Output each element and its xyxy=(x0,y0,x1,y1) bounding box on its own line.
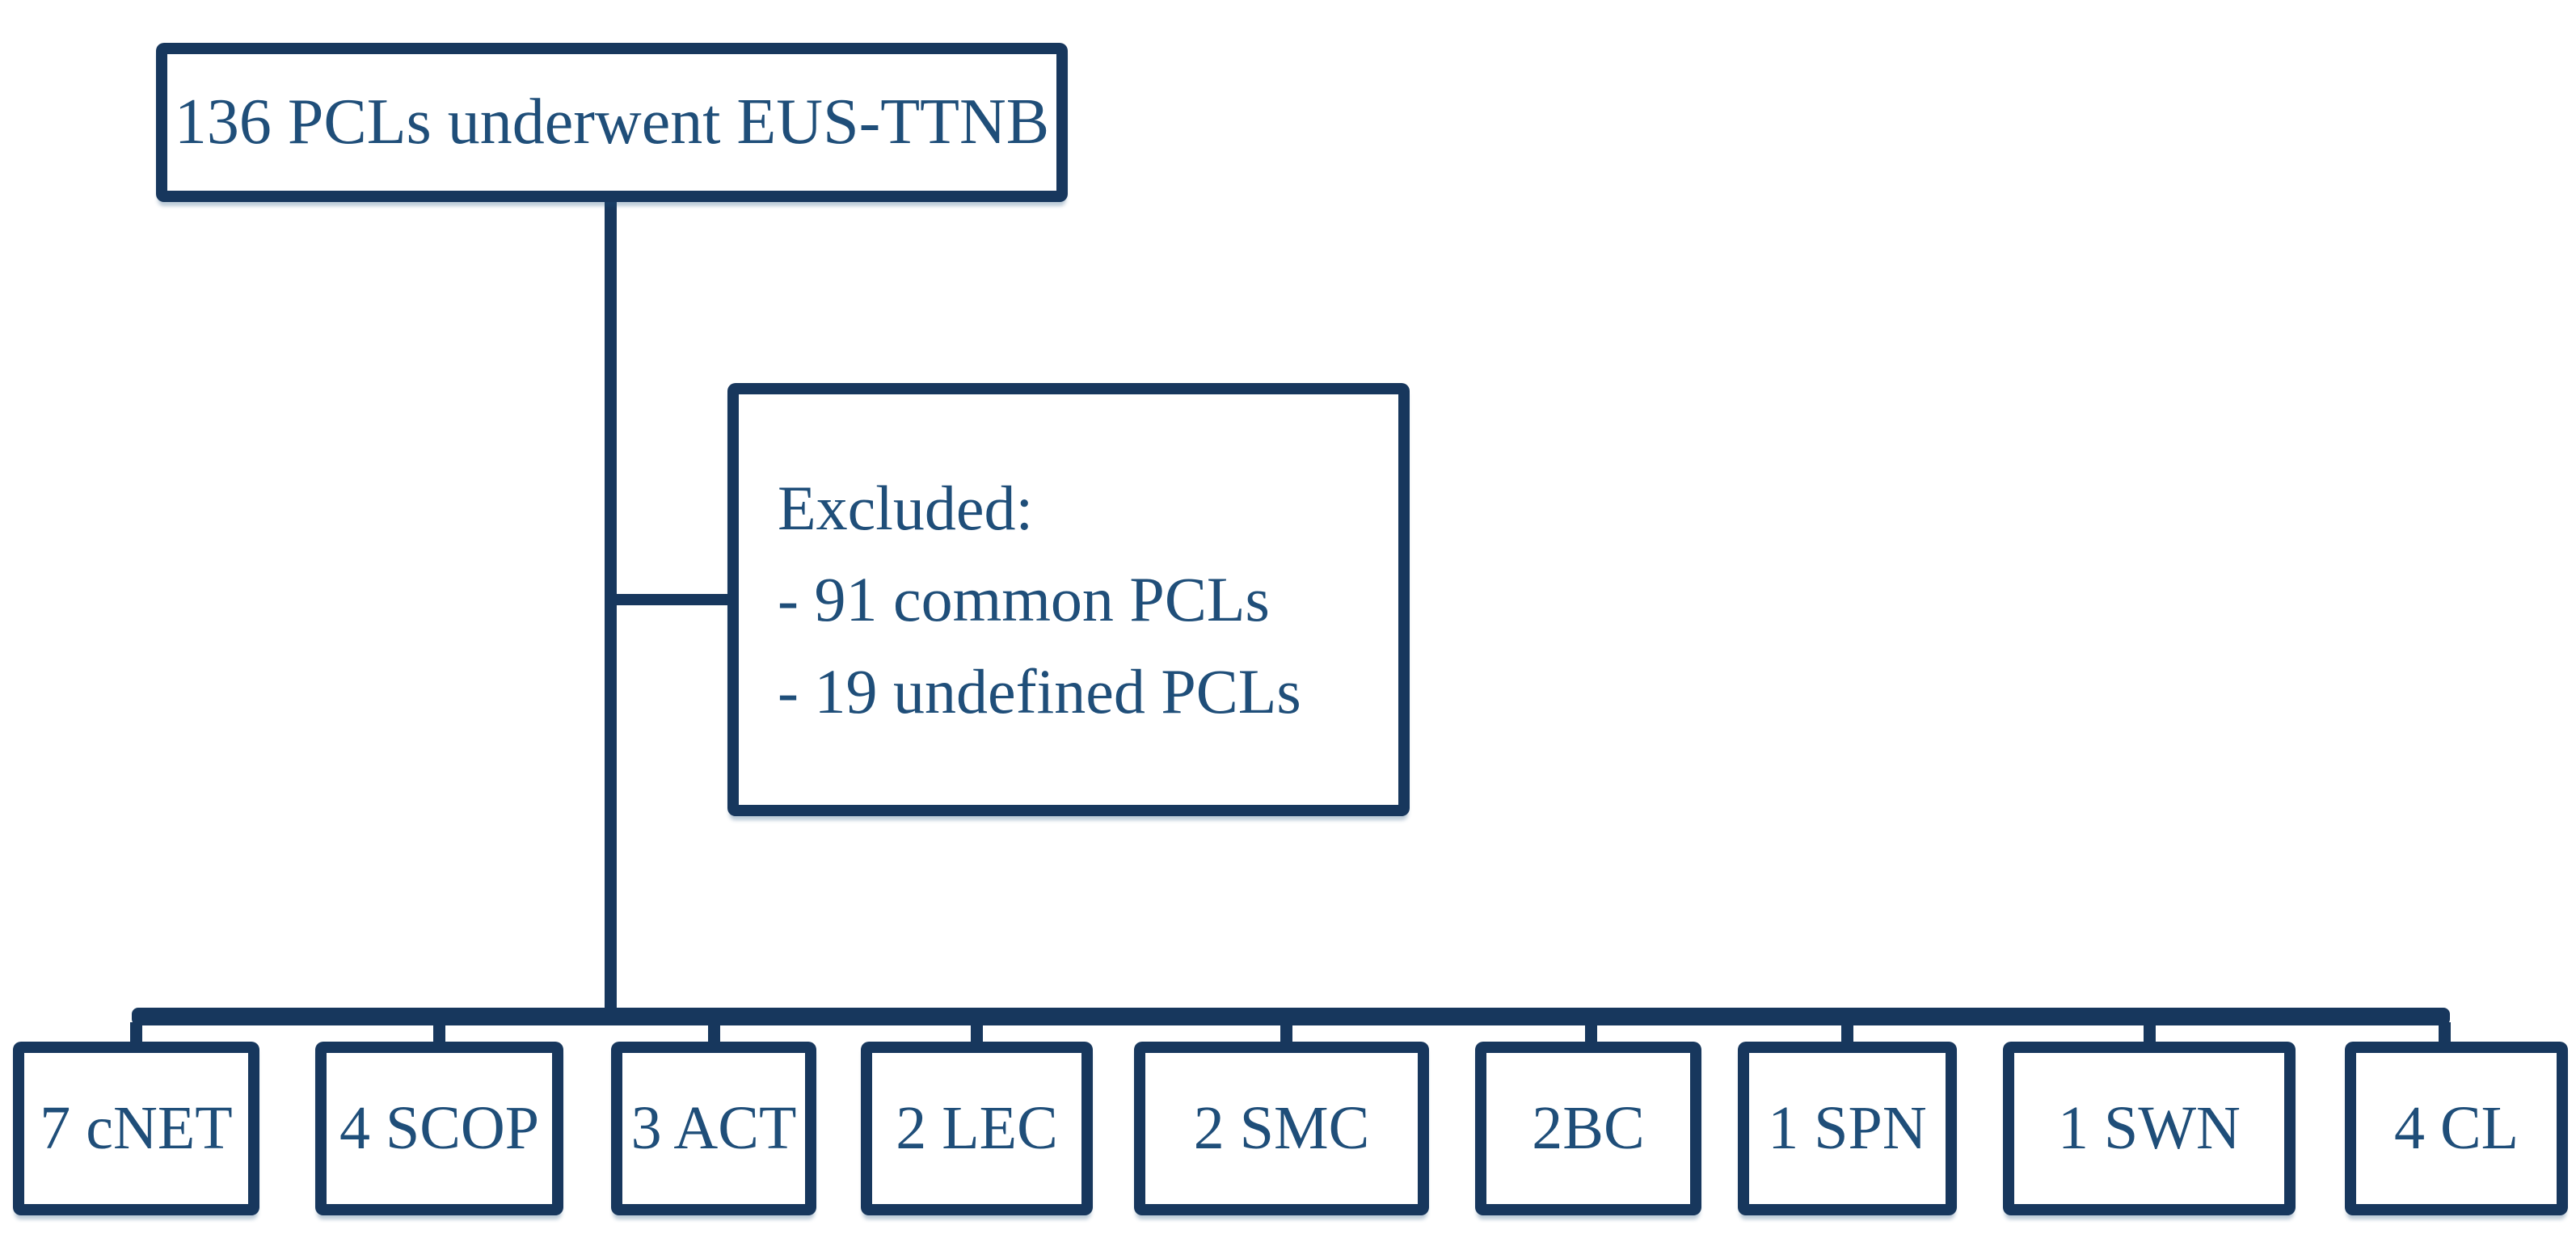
connector-stub-smc xyxy=(1280,1022,1292,1043)
connector-stub-cnet xyxy=(130,1022,142,1043)
outcome-label-spn: 1 SPN xyxy=(1768,1094,1927,1162)
outcome-label-cnet: 7 cNET xyxy=(40,1094,233,1162)
connector-stub-scop xyxy=(433,1022,445,1043)
outcome-box-cl: 4 CL xyxy=(2345,1042,2568,1215)
outcome-box-swn: 1 SWN xyxy=(2003,1042,2296,1215)
connector-excluded-stub xyxy=(610,594,728,605)
excluded-item-common-pcls: - 91 common PCLs xyxy=(778,564,1270,635)
outcome-label-bc: 2BC xyxy=(1532,1094,1645,1162)
outcome-box-bc: 2BC xyxy=(1475,1042,1701,1215)
connector-stub-swn xyxy=(2144,1022,2156,1043)
outcome-box-cnet: 7 cNET xyxy=(13,1042,259,1215)
excluded-box-title: Excluded: xyxy=(778,473,1034,544)
outcome-box-scop: 4 SCOP xyxy=(315,1042,563,1215)
excluded-box: Excluded: - 91 common PCLs - 19 undefine… xyxy=(727,383,1410,816)
outcome-label-cl: 4 CL xyxy=(2393,1094,2519,1162)
outcome-label-swn: 1 SWN xyxy=(2058,1094,2241,1162)
outcome-box-act: 3 ACT xyxy=(611,1042,816,1215)
connector-stub-act xyxy=(708,1022,720,1043)
connector-stub-lec xyxy=(971,1022,983,1043)
outcome-box-spn: 1 SPN xyxy=(1738,1042,1957,1215)
outcome-label-scop: 4 SCOP xyxy=(339,1094,540,1162)
connector-stub-bc xyxy=(1585,1022,1597,1043)
root-box-label: 136 PCLs underwent EUS-TTNB xyxy=(174,86,1050,158)
excluded-item-undefined-pcls: - 19 undefined PCLs xyxy=(778,655,1301,726)
outcome-label-lec: 2 LEC xyxy=(896,1094,1058,1162)
connector-root-to-trunk xyxy=(605,200,617,1025)
connector-stub-spn xyxy=(1841,1022,1853,1043)
outcome-label-act: 3 ACT xyxy=(630,1094,797,1162)
connector-horizontal-trunk xyxy=(132,1008,2450,1025)
outcome-label-smc: 2 SMC xyxy=(1193,1094,1370,1162)
outcome-box-lec: 2 LEC xyxy=(861,1042,1093,1215)
outcome-box-smc: 2 SMC xyxy=(1134,1042,1429,1215)
root-box: 136 PCLs underwent EUS-TTNB xyxy=(156,43,1068,202)
connector-stub-cl xyxy=(2439,1022,2451,1043)
